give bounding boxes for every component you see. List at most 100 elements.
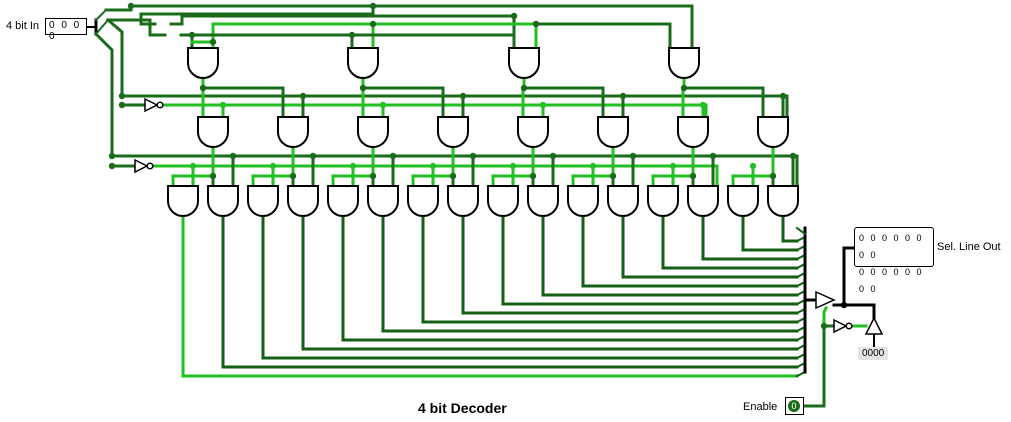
junction-14 [379, 101, 387, 109]
and-level3-10 [567, 185, 599, 217]
junction-6 [510, 12, 518, 20]
and-level2-1 [277, 116, 309, 148]
wire-89 [741, 214, 799, 252]
wire-112 [854, 303, 876, 320]
and-level3-3 [287, 185, 319, 217]
junction-38 [549, 152, 557, 160]
not-gate-bit3 [134, 158, 154, 174]
and-level2-0 [197, 116, 229, 148]
and-level3-2 [247, 185, 279, 217]
probe-value: 0000 [858, 347, 889, 360]
wire-116 [822, 305, 829, 328]
and-level1-0 [187, 47, 219, 79]
junction-28 [269, 162, 277, 170]
junction-0 [369, 2, 377, 10]
wire-75 [181, 214, 799, 378]
and-level2-2 [357, 116, 389, 148]
junction-24 [209, 172, 217, 180]
and-level3-12 [647, 185, 679, 217]
junction-10 [199, 84, 207, 92]
wire-82 [461, 214, 799, 315]
junction-49 [820, 322, 828, 330]
junction-34 [429, 162, 437, 170]
input-pin[interactable]: 0 0 0 0 [45, 18, 87, 42]
and-level3-1 [207, 185, 239, 217]
junction-8 [118, 92, 126, 100]
junction-48 [840, 301, 848, 309]
tristate-buffer [815, 290, 836, 310]
and-level3-5 [367, 185, 399, 217]
and-level1-1 [347, 47, 379, 79]
wire-77 [261, 214, 799, 360]
junction-39 [609, 172, 617, 180]
junction-1 [127, 2, 135, 10]
wire-83 [501, 214, 799, 306]
and-level2-7 [757, 116, 789, 148]
gate-layer [134, 47, 884, 335]
junction-7 [532, 20, 540, 28]
junction-25 [189, 162, 197, 170]
wire-8 [169, 14, 516, 50]
wire-25 [201, 86, 285, 122]
wire-111 [842, 246, 858, 307]
wire-84 [541, 214, 799, 297]
wire-80 [381, 214, 799, 333]
junction-42 [689, 172, 697, 180]
output-row-2: 0 0 0 0 0 0 0 0 [859, 267, 924, 294]
and-level3-13 [687, 185, 719, 217]
junction-33 [449, 172, 457, 180]
junction-17 [539, 101, 547, 109]
wire-32 [521, 76, 526, 122]
junction-20 [699, 101, 707, 109]
junction-3 [209, 38, 217, 46]
wire-2 [94, 8, 108, 22]
junction-29 [309, 152, 317, 160]
wire-85 [581, 214, 799, 288]
and-level2-4 [517, 116, 549, 148]
enable-pin[interactable]: 0 [785, 397, 804, 415]
junction-32 [389, 152, 397, 160]
junction-40 [589, 162, 597, 170]
and-level3-15 [767, 185, 799, 217]
junction-16 [520, 84, 528, 92]
junction-27 [289, 172, 297, 180]
junction-36 [529, 172, 537, 180]
select-line-output: 0 0 0 0 0 0 0 0 0 0 0 0 0 0 0 0 [854, 227, 934, 294]
wire-86 [621, 214, 799, 279]
wire-3 [94, 18, 110, 36]
wire-78 [301, 214, 799, 351]
wire-9 [106, 18, 167, 37]
junction-22 [108, 152, 116, 160]
output-label: Sel. Line Out [937, 241, 1001, 253]
and-level1-2 [508, 47, 540, 79]
input-pin-label: 4 bit In [6, 20, 40, 32]
junction-layer [108, 2, 848, 330]
wire-33 [522, 86, 605, 122]
and-level3-4 [327, 185, 359, 217]
junction-26 [229, 152, 237, 160]
junction-37 [509, 162, 517, 170]
wire-79 [341, 214, 799, 342]
wire-108 [795, 226, 807, 236]
junction-13 [359, 84, 367, 92]
and-level3-6 [407, 185, 439, 217]
junction-30 [369, 172, 377, 180]
enable-pin-value: 0 [788, 400, 800, 412]
and-level1-3 [668, 47, 700, 79]
junction-15 [459, 92, 467, 100]
junction-46 [749, 162, 757, 170]
wire-87 [661, 214, 799, 270]
junction-35 [469, 152, 477, 160]
and-level3-14 [727, 185, 759, 217]
junction-44 [709, 152, 717, 160]
junction-43 [669, 162, 677, 170]
junction-5 [369, 20, 377, 28]
wire-37 [682, 86, 765, 122]
junction-45 [769, 172, 777, 180]
and-level2-5 [597, 116, 629, 148]
junction-2 [188, 31, 196, 39]
and-level3-11 [607, 185, 639, 217]
wire-42 [151, 164, 719, 188]
and-level2-3 [437, 116, 469, 148]
